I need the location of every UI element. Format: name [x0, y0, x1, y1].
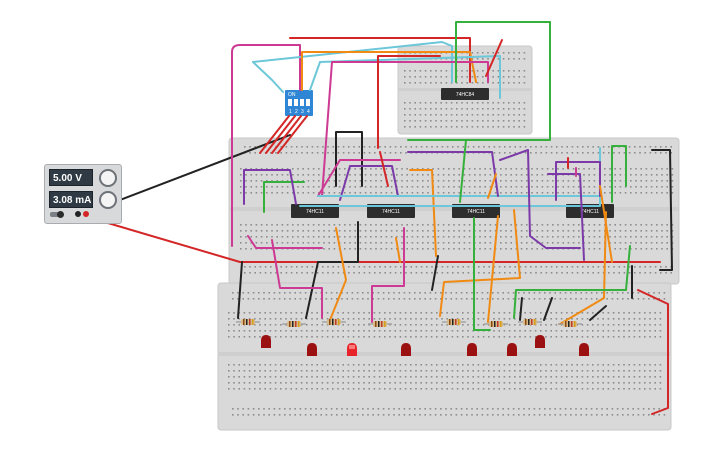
resistor[interactable]: [236, 319, 260, 325]
resistor[interactable]: [518, 319, 542, 325]
positive-terminal[interactable]: [83, 211, 89, 217]
wire-magenta-down-2: [371, 227, 405, 323]
wire-black-down-1: [237, 261, 243, 319]
wire-red-down: [637, 289, 669, 415]
wire-green-mid-2: [459, 139, 467, 203]
wire-green-down-2: [513, 245, 631, 319]
wire-purple-mid: [339, 165, 399, 201]
led[interactable]: [261, 335, 271, 348]
wire-orange-down-4: [487, 215, 499, 323]
dip-switch-toggle-4[interactable]: [306, 99, 310, 106]
wire-green-left: [263, 181, 305, 213]
wire-magenta-mid-1: [247, 235, 323, 249]
dip-switch-toggle-1[interactable]: [288, 99, 292, 106]
wire-orange-down-3: [439, 209, 521, 317]
wires: [77, 21, 673, 415]
dip-switch-number-1: 1: [289, 109, 292, 115]
wire-magenta-top: [231, 44, 301, 247]
wire-black-down-6: [543, 297, 553, 321]
dip-switch-on-label: ON: [288, 92, 296, 98]
resistor[interactable]: [442, 319, 466, 325]
led[interactable]: [347, 343, 357, 356]
wire-green-top: [407, 21, 551, 141]
led[interactable]: [401, 343, 411, 356]
wire-purple-mid-2: [407, 151, 499, 197]
power-supply[interactable]: 5.00 V 3.08 mA: [44, 164, 122, 224]
wire-cyan-top-3: [309, 55, 501, 99]
wire-red-mid: [379, 151, 389, 187]
negative-terminal[interactable]: [75, 211, 81, 217]
wire-orange-down-5: [559, 211, 607, 325]
breadboard-bottom-channel: [218, 352, 671, 356]
wire-dip-red-4: [277, 115, 308, 154]
dip-switch-toggle-3[interactable]: [300, 99, 304, 106]
resistors: [236, 319, 582, 327]
wire-orange-mid-2: [487, 173, 497, 199]
chip-1[interactable]: 74HC11: [291, 204, 339, 218]
wire-orange-down-1: [329, 227, 347, 321]
chip-3[interactable]: 74HC11: [452, 204, 500, 218]
resistor[interactable]: [484, 321, 508, 327]
voltage-knob[interactable]: [99, 169, 117, 187]
wire-black-down-2: [305, 221, 359, 319]
wire-magenta-down-1: [271, 239, 323, 319]
power-toggle[interactable]: [57, 211, 64, 218]
wire-dip-red-1: [259, 115, 290, 154]
wire-magenta-mid-2: [317, 159, 401, 197]
wire-dip-red-2: [265, 115, 296, 154]
leds: [261, 335, 589, 356]
wire-cyan-top-2: [252, 61, 284, 93]
wire-red-top: [289, 37, 471, 83]
resistor[interactable]: [322, 319, 346, 325]
dip-switch-number-4: 4: [307, 109, 310, 115]
wire-black-down-5: [519, 297, 523, 321]
dip-switch[interactable]: ON 1 2 3 4: [285, 90, 313, 116]
resistor[interactable]: [282, 321, 306, 327]
wire-purple-right: [555, 161, 601, 201]
led[interactable]: [535, 335, 545, 348]
resistor[interactable]: [368, 321, 392, 327]
dip-switch-toggle-2[interactable]: [294, 99, 298, 106]
wire-black-right: [651, 149, 673, 271]
wire-black-down-4: [431, 255, 439, 291]
wire-black-down-7: [589, 305, 607, 321]
breadboard-bottom[interactable]: [217, 282, 672, 431]
chip-top-label: 74HC84: [456, 92, 475, 98]
wire-red-top-2: [377, 55, 441, 149]
wire-purple-mid-3: [499, 149, 581, 249]
wire-purple-right-2: [547, 173, 585, 261]
power-switch[interactable]: [50, 212, 60, 217]
wire-orange-mid: [409, 169, 437, 257]
wire-green-down-1: [473, 217, 491, 331]
led[interactable]: [467, 343, 477, 356]
led[interactable]: [507, 343, 517, 356]
led[interactable]: [579, 343, 589, 356]
chip-1-label: 74HC11: [306, 209, 324, 215]
led[interactable]: [307, 343, 317, 356]
chip-2[interactable]: 74HC11: [367, 204, 415, 218]
chip-2-label: 74HC11: [382, 209, 400, 215]
wire-psu-red: [83, 215, 661, 263]
dip-switch-number-2: 2: [295, 109, 298, 115]
wire-purple-left: [243, 169, 297, 205]
dip-switch-number-3: 3: [301, 109, 304, 115]
wire-orange-top: [301, 51, 477, 91]
wire-red-top-3: [485, 39, 503, 77]
wire-dip-red-3: [271, 115, 302, 154]
wire-orange-down-2: [395, 237, 401, 263]
chip-top[interactable]: 74HC84: [441, 88, 489, 100]
wire-green-right: [611, 145, 627, 203]
chip-4-label: 74HC11: [581, 209, 599, 215]
chip-3-label: 74HC11: [467, 209, 485, 215]
current-knob[interactable]: [99, 191, 117, 209]
voltage-display: 5.00 V: [49, 169, 93, 186]
resistor[interactable]: [558, 321, 582, 327]
current-display: 3.08 mA: [49, 191, 93, 208]
chip-4[interactable]: 74HC11: [566, 204, 614, 218]
